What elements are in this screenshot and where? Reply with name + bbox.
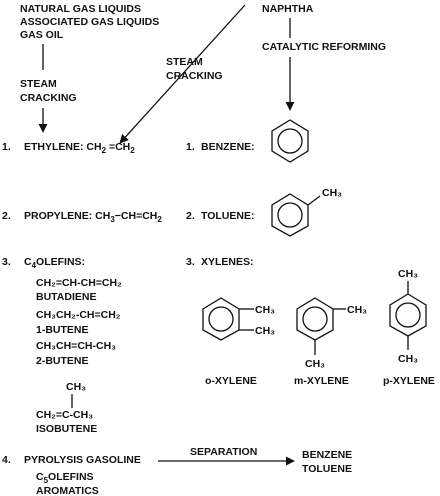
toluene-ring: [271, 193, 321, 237]
isobutene-name: ISOBUTENE: [36, 423, 97, 435]
aromatics-label: AROMATICS: [36, 485, 99, 496]
item-number: 2.: [186, 210, 195, 222]
p-xylene-methyl-1: CH₃: [398, 268, 418, 280]
m-xylene-ring: [296, 297, 346, 355]
m-xylene-name: m-XYLENE: [294, 375, 349, 387]
toluene-methyl: CH₃: [322, 187, 342, 199]
butene1-name: 1-BUTENE: [36, 324, 89, 336]
o-xylene-methyl-2: CH₃: [255, 325, 275, 337]
process-steam-left-1: STEAM: [20, 78, 57, 90]
m-xylene-methyl-2: CH₃: [305, 358, 325, 370]
process-separation: SEPARATION: [190, 446, 257, 458]
process-catalytic-reforming: CATALYTIC REFORMING: [262, 41, 386, 53]
benzene-label: BENZENE:: [201, 141, 255, 153]
butadiene-formula: CH₂=CH-CH=CH₂: [36, 277, 122, 289]
p-xylene-name: p-XYLENE: [383, 375, 435, 387]
o-xylene-ring: [202, 297, 254, 341]
separation-benzene: BENZENE: [302, 449, 352, 461]
arrow-naphtha-to-steam-cracking: [119, 4, 246, 144]
source-agl: ASSOCIATED GAS LIQUIDS: [20, 16, 159, 28]
source-ngl: NATURAL GAS LIQUIDS: [20, 3, 141, 15]
item-number: 4.: [2, 454, 11, 466]
xylenes-label: XYLENES:: [201, 256, 254, 268]
p-xylene-methyl-2: CH₃: [398, 353, 418, 365]
isobutene-formula: CH₂=C-CH₃: [36, 409, 93, 421]
butene1-formula: CH₃CH₂-CH=CH₂: [36, 309, 121, 321]
o-xylene-name: o-XYLENE: [205, 375, 257, 387]
process-steam-mid-2: CRACKING: [166, 70, 223, 82]
source-naphtha: NAPHTHA: [262, 3, 314, 15]
separation-toluene: TOLUENE: [302, 463, 352, 475]
item-number: 1.: [2, 141, 11, 153]
m-xylene-methyl-1: CH₃: [347, 304, 367, 316]
item-number: 1.: [186, 141, 195, 153]
toluene-label: TOLUENE:: [201, 210, 254, 222]
isobutene-methyl: CH₃: [66, 381, 86, 393]
source-gas-oil: GAS OIL: [20, 29, 64, 41]
o-xylene-methyl-1: CH₃: [255, 304, 275, 316]
pyrolysis-gasoline-label: PYROLYSIS GASOLINE: [24, 454, 141, 466]
process-steam-left-2: CRACKING: [20, 92, 77, 104]
propylene-label: PROPYLENE: CH3−CH=CH2: [24, 210, 162, 224]
p-xylene-ring: [389, 281, 427, 350]
c4-olefins-label: C4OLEFINS:: [24, 256, 85, 270]
item-number: 2.: [2, 210, 11, 222]
butadiene-name: BUTADIENE: [36, 291, 96, 303]
process-steam-mid-1: STEAM: [166, 56, 203, 68]
c5-olefins-label: C5OLEFINS: [36, 471, 94, 485]
butene2-formula: CH₃CH=CH-CH₃: [36, 340, 116, 352]
ethylene-label: ETHYLENE: CH2 =CH2: [24, 141, 135, 155]
item-number: 3.: [2, 256, 11, 268]
item-number: 3.: [186, 256, 195, 268]
benzene-ring: [271, 119, 309, 163]
butene2-name: 2-BUTENE: [36, 355, 89, 367]
